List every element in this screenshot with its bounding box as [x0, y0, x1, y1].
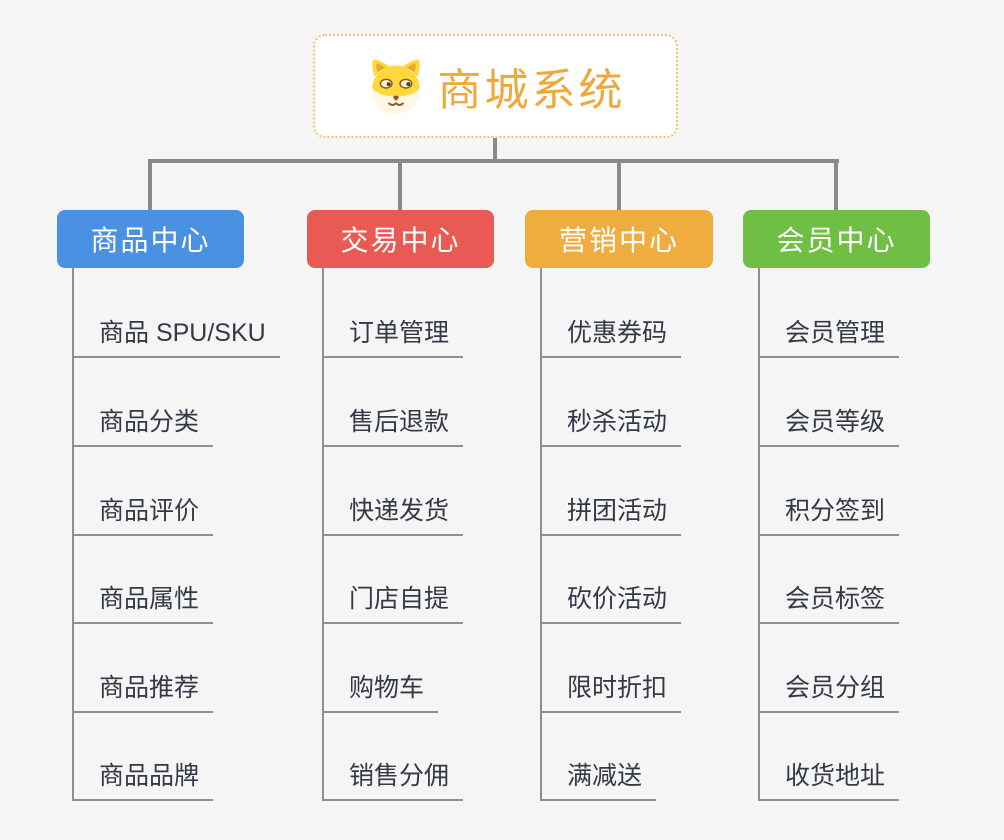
branch-node-trade-center[interactable]: 交易中心	[307, 210, 494, 268]
root-title: 商城系统	[437, 66, 626, 115]
root-node[interactable]: 商城系统	[313, 34, 678, 138]
leaf-node[interactable]: 砍价活动	[540, 584, 682, 624]
leaf-node[interactable]: 销售分佣	[322, 761, 464, 801]
connector-branch-vertical	[617, 159, 621, 210]
leaf-node[interactable]: 商品 SPU/SKU	[72, 318, 280, 358]
leaf-node[interactable]: 商品品牌	[72, 761, 214, 801]
leaf-node[interactable]: 售后退款	[322, 407, 464, 447]
branch-node-member-center[interactable]: 会员中心	[743, 210, 930, 268]
leaf-node[interactable]: 会员分组	[758, 673, 900, 713]
leaf-node[interactable]: 会员等级	[758, 407, 900, 447]
leaf-node[interactable]: 满减送	[540, 761, 657, 801]
leaf-node[interactable]: 商品分类	[72, 407, 214, 447]
leaf-node[interactable]: 会员管理	[758, 318, 900, 358]
leaf-node[interactable]: 秒杀活动	[540, 407, 682, 447]
leaf-node[interactable]: 门店自提	[322, 584, 464, 624]
leaf-node[interactable]: 积分签到	[758, 496, 900, 536]
branch-node-product-center[interactable]: 商品中心	[57, 210, 244, 268]
connector-horizontal-bar	[148, 159, 839, 163]
connector-branch-vertical	[148, 159, 152, 210]
leaf-node[interactable]: 购物车	[322, 673, 439, 713]
connector-branch-vertical	[834, 159, 838, 210]
leaf-node[interactable]: 限时折扣	[540, 673, 682, 713]
leaf-node[interactable]: 收货地址	[758, 761, 900, 801]
leaf-node[interactable]: 优惠券码	[540, 318, 682, 358]
leaf-node[interactable]: 商品属性	[72, 584, 214, 624]
leaf-node[interactable]: 快递发货	[322, 496, 464, 536]
connector-root-vertical	[493, 138, 497, 163]
leaf-node[interactable]: 商品推荐	[72, 673, 214, 713]
leaf-node[interactable]: 拼团活动	[540, 496, 682, 536]
leaf-node[interactable]: 订单管理	[322, 318, 464, 358]
doge-icon	[371, 59, 420, 115]
leaf-node[interactable]: 会员标签	[758, 584, 900, 624]
branch-node-marketing-center[interactable]: 营销中心	[525, 210, 713, 268]
leaf-node[interactable]: 商品评价	[72, 496, 214, 536]
connector-branch-vertical	[398, 159, 402, 210]
